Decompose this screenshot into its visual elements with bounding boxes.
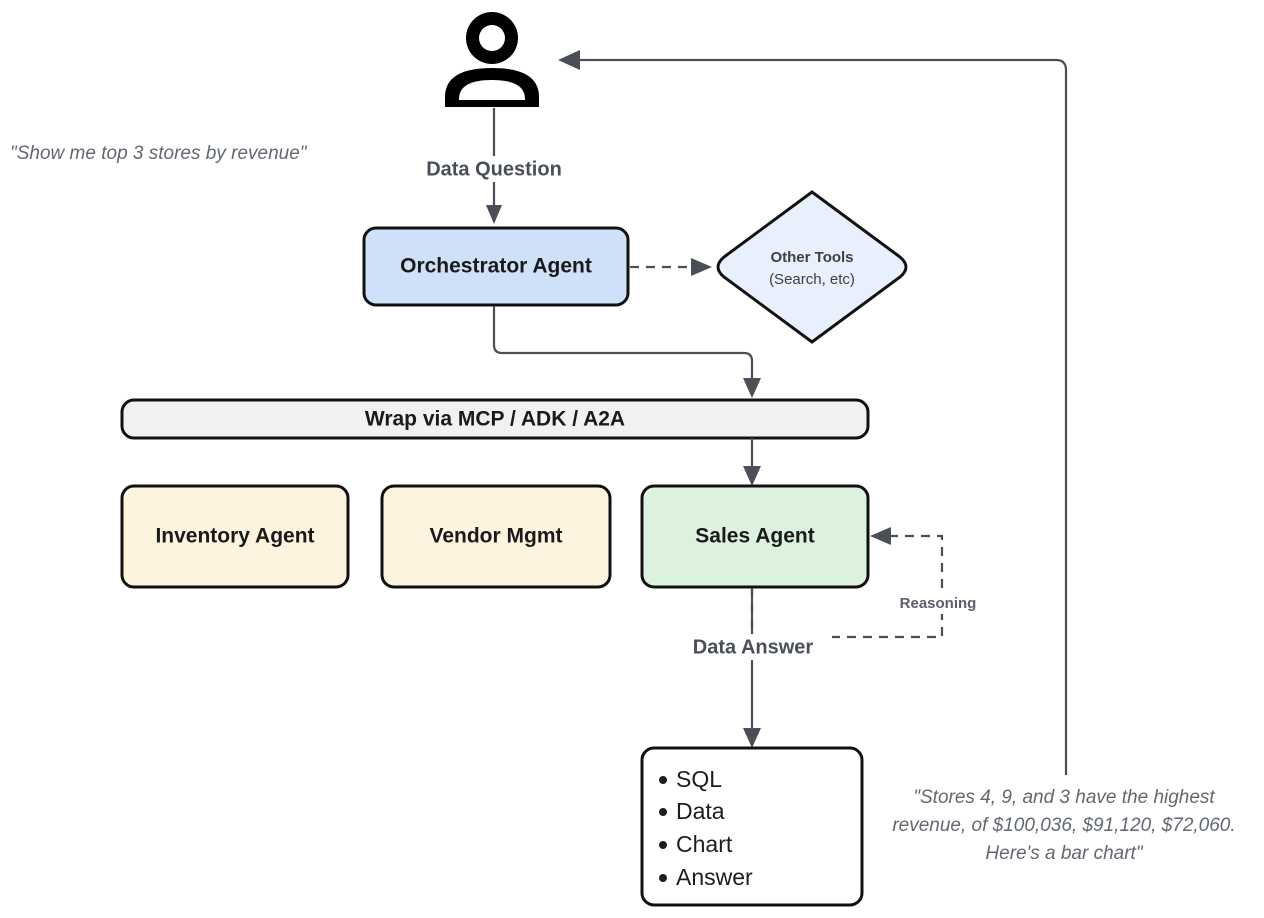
answer-annotation-line-3: Here's a bar chart" — [985, 843, 1143, 864]
output-item-label: Answer — [676, 864, 753, 890]
edge-wrap-to-sales — [743, 438, 761, 486]
node-vendor-mgmt[interactable]: Vendor Mgmt — [380, 484, 612, 589]
bullet-icon — [659, 776, 667, 784]
output-list-item: SQL — [659, 766, 722, 792]
answer-annotation-line-1: "Stores 4, 9, and 3 have the highest — [913, 787, 1215, 808]
node-output-box[interactable]: SQL Data Chart Answer — [640, 746, 864, 907]
edge-orchestrator-to-tools — [630, 258, 712, 276]
edge-reasoning-loop: Reasoning — [750, 527, 992, 639]
user-question-annotation: "Show me top 3 stores by revenue" — [10, 143, 308, 164]
edge-label-data-answer: Data Answer — [693, 636, 814, 658]
output-list-item: Chart — [659, 831, 733, 857]
edge-orchestrator-to-wrap — [492, 306, 761, 398]
output-item-label: Data — [676, 798, 725, 824]
node-sales-agent[interactable]: Sales Agent — [640, 484, 870, 589]
answer-annotation: "Stores 4, 9, and 3 have the highest rev… — [892, 787, 1235, 864]
node-label-sales-agent: Sales Agent — [695, 525, 814, 548]
output-item-label: Chart — [676, 831, 733, 857]
answer-annotation-line-2: revenue, of $100,036, $91,120, $72,060. — [892, 815, 1235, 836]
edge-data-answer: Data Answer — [674, 588, 832, 748]
node-label-inventory-agent: Inventory Agent — [155, 525, 314, 548]
node-label-vendor-mgmt: Vendor Mgmt — [429, 525, 562, 548]
person-icon — [445, 12, 539, 107]
bullet-icon — [659, 808, 667, 816]
edge-label-data-question: Data Question — [426, 158, 562, 180]
node-inventory-agent[interactable]: Inventory Agent — [120, 484, 350, 589]
bullet-icon — [659, 874, 667, 882]
output-item-label: SQL — [676, 766, 722, 792]
node-label-orchestrator-agent: Orchestrator Agent — [400, 255, 592, 278]
node-label-wrap-bar: Wrap via MCP / ADK / A2A — [365, 408, 625, 431]
output-list-item: Answer — [659, 864, 753, 890]
node-label-other-tools: Other Tools — [770, 249, 853, 266]
bullet-icon — [659, 841, 667, 849]
node-wrap-bar[interactable]: Wrap via MCP / ADK / A2A — [120, 398, 870, 440]
node-other-tools[interactable]: Other Tools (Search, etc) — [716, 190, 908, 344]
output-list-item: Data — [659, 798, 725, 824]
edge-label-reasoning: Reasoning — [900, 595, 977, 612]
node-orchestrator-agent[interactable]: Orchestrator Agent — [362, 226, 630, 307]
edge-data-question: Data Question — [412, 108, 576, 224]
node-sublabel-other-tools: (Search, etc) — [769, 271, 855, 288]
edge-answer-return-to-user — [558, 50, 1068, 775]
